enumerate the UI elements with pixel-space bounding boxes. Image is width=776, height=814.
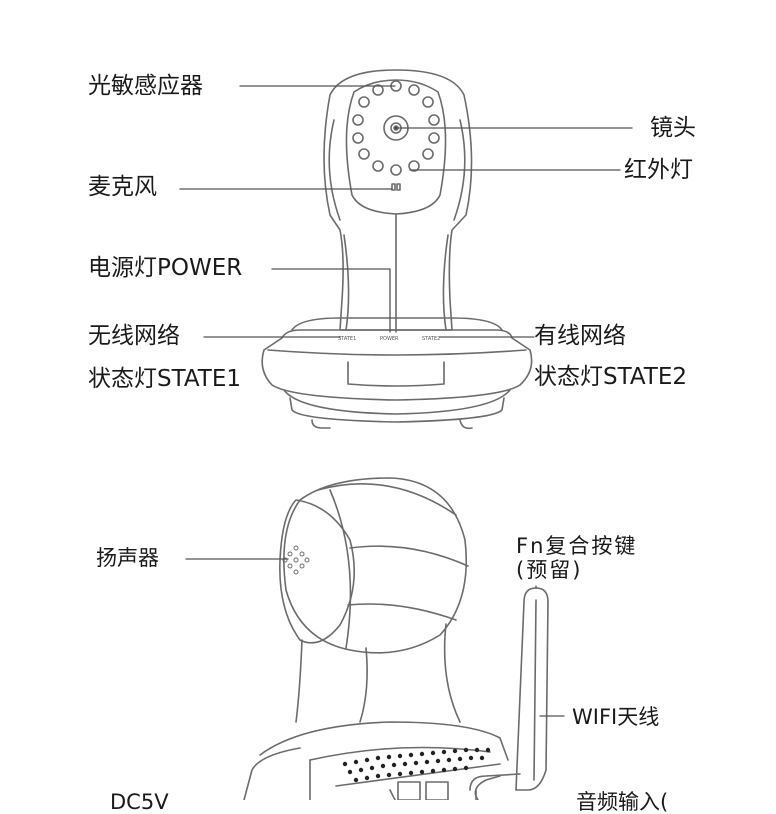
infrared-led-ring bbox=[352, 80, 440, 176]
speaker-grille bbox=[282, 545, 310, 575]
mark-state1: STATE1 bbox=[338, 336, 356, 342]
microphone-hole bbox=[391, 183, 401, 191]
leader-lines bbox=[179, 85, 633, 717]
label-power-light: 电源灯POWER bbox=[88, 255, 243, 281]
label-speaker: 扬声器 bbox=[96, 546, 159, 570]
label-dc-power: DC5V bbox=[110, 790, 169, 814]
ethernet-port bbox=[397, 781, 449, 800]
label-wireless-network: 无线网络 bbox=[88, 323, 180, 349]
label-infrared-light: 红外灯 bbox=[624, 157, 693, 183]
label-microphone: 麦克风 bbox=[88, 174, 157, 200]
label-fn-button-note: (预留) bbox=[516, 558, 583, 582]
back-camera-illustration bbox=[243, 477, 509, 800]
label-wifi-antenna: WIFI天线 bbox=[572, 705, 660, 729]
mark-state2: STATE2 bbox=[422, 336, 440, 342]
label-wired-network: 有线网络 bbox=[534, 323, 626, 349]
front-camera-illustration bbox=[261, 69, 533, 430]
label-light-sensor: 光敏感应器 bbox=[88, 73, 203, 99]
label-audio-input: 音频输入( bbox=[576, 790, 669, 814]
wifi-antenna-illustration bbox=[469, 587, 549, 800]
label-fn-button: Fn复合按键 bbox=[516, 534, 638, 558]
mark-power: POWER bbox=[380, 336, 399, 342]
label-state2-light: 状态灯STATE2 bbox=[534, 364, 688, 390]
label-lens: 镜头 bbox=[650, 115, 696, 141]
base-marks: STATE1 POWER STATE2 bbox=[338, 336, 440, 342]
label-state1-light: 状态灯STATE1 bbox=[88, 366, 242, 392]
vent-dots bbox=[342, 747, 491, 783]
